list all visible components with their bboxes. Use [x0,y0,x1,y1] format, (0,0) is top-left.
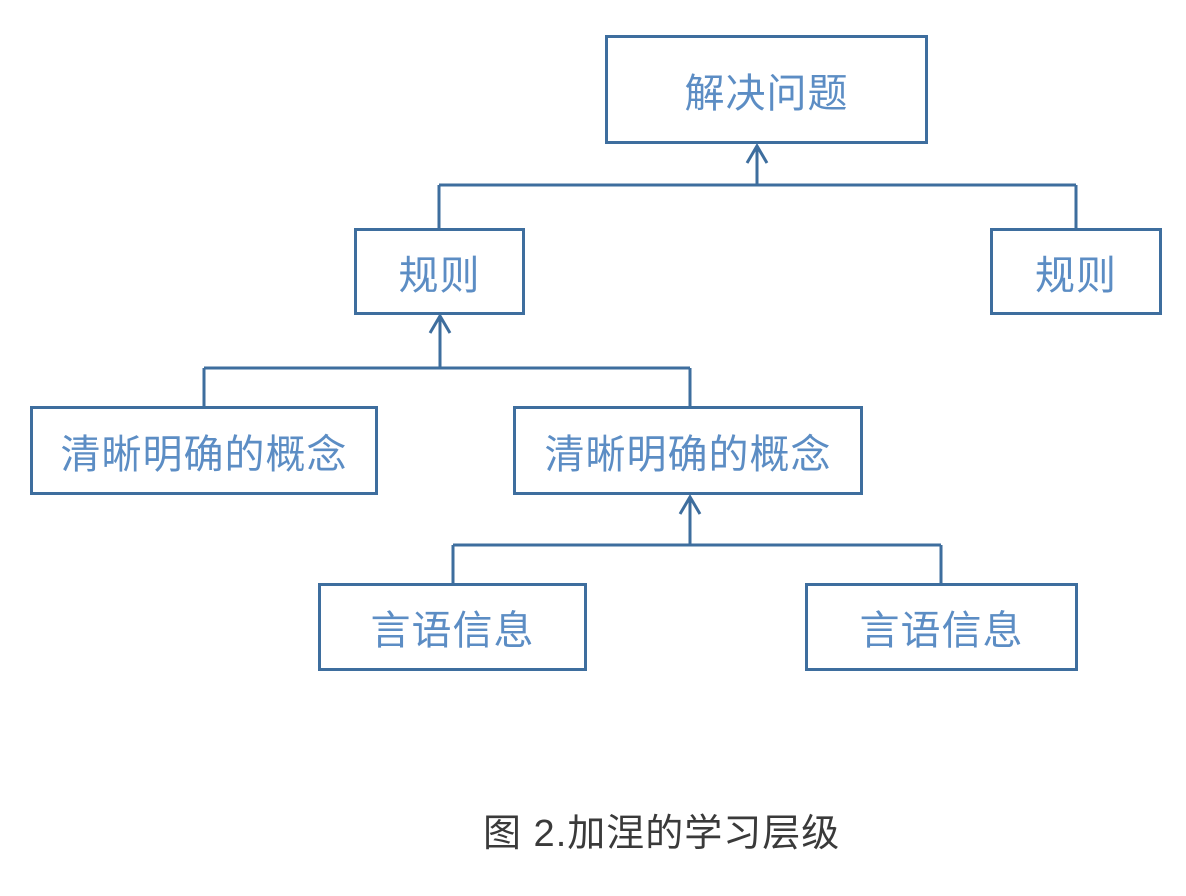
node-rule-right: 规则 [990,228,1162,315]
arrowhead-up-icon [678,494,702,515]
arrowhead-up-icon [745,143,769,164]
node-rule-left: 规则 [354,228,525,315]
figure-caption: 图 2.加涅的学习层级 [483,813,841,855]
connector-verbal-to-concept-middle [451,494,943,583]
node-concept-middle: 清晰明确的概念 [513,406,863,495]
node-concept-left: 清晰明确的概念 [30,406,378,495]
node-label: 言语信息 [370,609,535,653]
connector-concepts-to-rule-left [202,313,692,406]
node-label: 清晰明确的概念 [60,432,348,477]
node-label: 解决问题 [684,71,849,116]
connector-rules-to-root [437,143,1078,228]
node-solve-problem: 解决问题 [605,35,928,144]
arrowhead-up-icon [428,313,452,334]
node-verbal-left: 言语信息 [318,583,587,671]
node-verbal-right: 言语信息 [805,583,1078,671]
node-label: 清晰明确的概念 [544,432,832,477]
node-label: 言语信息 [859,609,1024,653]
node-label: 规则 [1035,253,1117,298]
node-label: 规则 [398,253,481,298]
